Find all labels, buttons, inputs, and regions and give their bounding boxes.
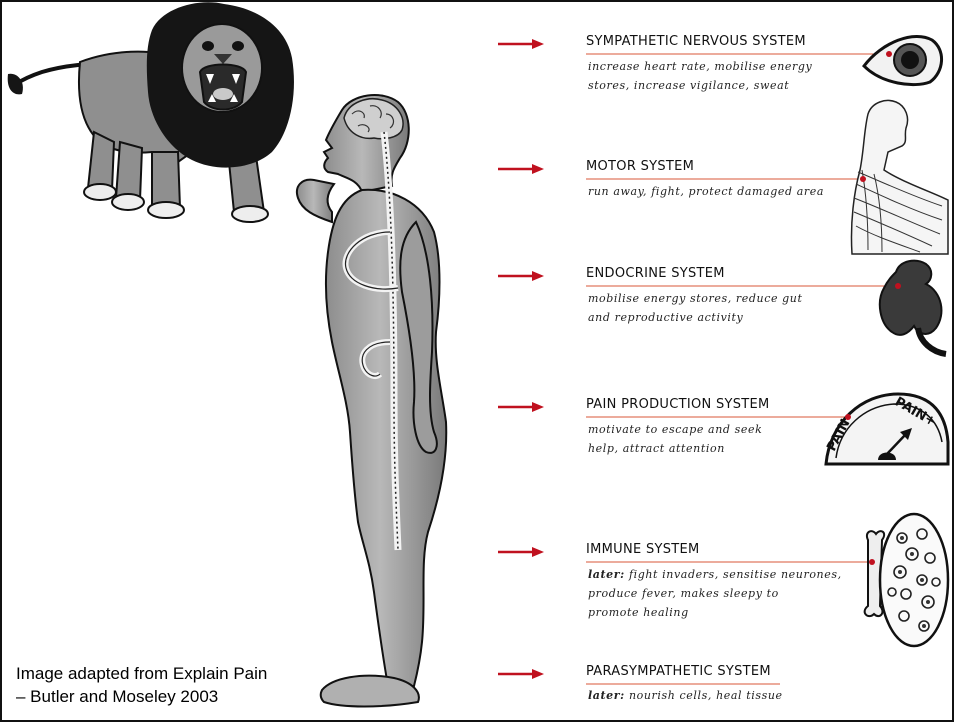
arrow-motor [498,164,544,174]
pain-production-title: PAIN PRODUCTION SYSTEM [586,397,770,412]
motor-title: MOTOR SYSTEM [586,159,694,174]
arrow-pain [498,402,544,412]
immune-title: IMMUNE SYSTEM [586,542,700,557]
image-caption: Image adapted from Explain Pain – Butler… [16,662,267,708]
human-figure [297,95,446,706]
eye-icon [864,36,942,84]
arrow-endocrine [498,271,544,281]
bone-and-cells-icon [865,514,948,646]
lion-illustration [8,2,294,222]
system-arrows [498,39,544,679]
parasympathetic-description: later: nourish cells, heal tissue [588,686,783,705]
parasympathetic-title: PARASYMPATHETIC SYSTEM [586,664,771,679]
arrow-immune [498,547,544,557]
immune-description-text: fight invaders, sensitise neurones, prod… [588,568,842,619]
sympathetic-title: SYMPATHETIC NERVOUS SYSTEM [586,34,806,49]
parasympathetic-prefix: later: [588,689,625,702]
arrow-sympathetic [498,39,544,49]
sympathetic-description: increase heart rate, mobilise energy sto… [588,57,812,95]
endocrine-description: mobilise energy stores, reduce gut and r… [588,289,803,327]
neck-muscles-icon [851,101,948,255]
pain-production-description: motivate to escape and seek help, attrac… [588,420,762,458]
parasympathetic-description-text: nourish cells, heal tissue [625,689,783,702]
pain-gauge-icon: PAIN- PAIN+ [824,394,948,464]
motor-description: run away, fight, protect damaged area [588,182,824,201]
immune-description: later: fight invaders, sensitise neurone… [588,565,842,622]
immune-prefix: later: [588,568,625,581]
adrenal-gland-icon [880,261,946,354]
arrow-parasympathetic [498,669,544,679]
endocrine-title: ENDOCRINE SYSTEM [586,266,725,281]
